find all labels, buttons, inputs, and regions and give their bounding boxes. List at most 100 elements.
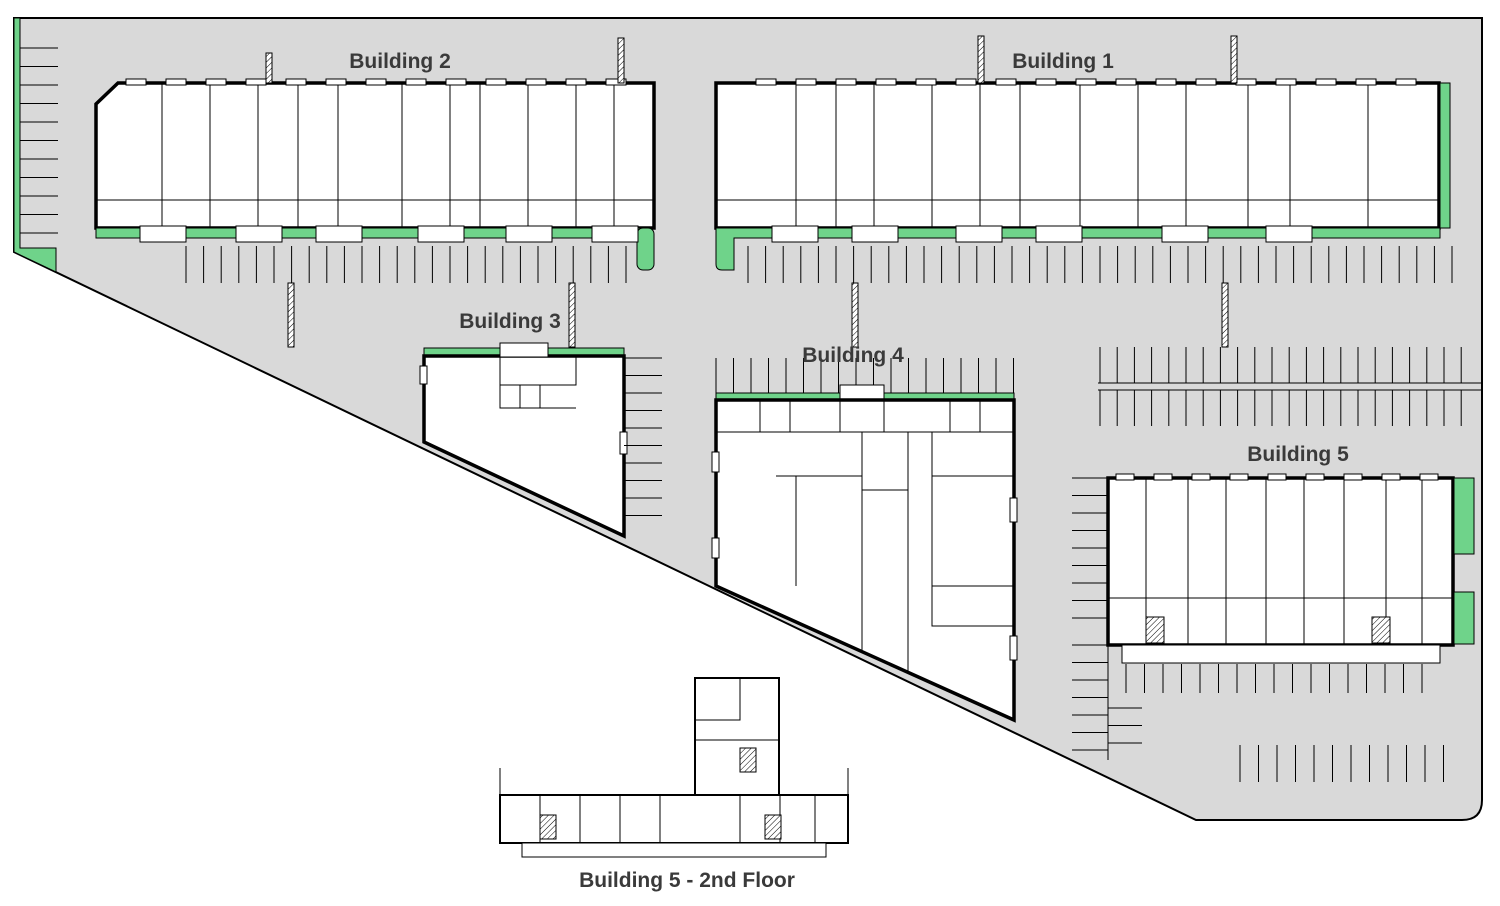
- building-1-walkway-north-2: [1230, 35, 1238, 84]
- window: [205, 78, 227, 86]
- entry-pad: [417, 225, 465, 243]
- walkway-3: [851, 282, 859, 348]
- building-1[interactable]: Building 1: [714, 35, 1451, 271]
- building-2-landscape-east: [636, 227, 655, 271]
- window: [285, 78, 307, 86]
- window: [1343, 473, 1363, 481]
- entry-pad: [1161, 225, 1209, 243]
- entry-pad: [315, 225, 363, 243]
- parking-stalls-row-east: [1098, 347, 1482, 426]
- walkway-4: [1221, 282, 1229, 348]
- building-3-label: Building 3: [459, 310, 561, 333]
- building-2-suite-walls: [96, 78, 654, 228]
- window: [485, 78, 507, 86]
- window: [1155, 78, 1177, 86]
- building-2-label: Building 2: [349, 50, 451, 73]
- building-5-suite-walls: [1108, 473, 1453, 645]
- building-5-2nd-floor[interactable]: Building 5 - 2nd Floor: [499, 677, 849, 892]
- window: [445, 78, 467, 86]
- window: [245, 78, 267, 86]
- building-2-outline: [94, 81, 656, 230]
- window: [605, 78, 627, 86]
- building-5-2nd-floor-canopy: [521, 842, 827, 858]
- building-4-window-4: [1009, 635, 1018, 661]
- window: [1035, 78, 1057, 86]
- window: [565, 78, 587, 86]
- window: [1315, 78, 1337, 86]
- building-1-entries: [771, 225, 1313, 243]
- window: [1355, 78, 1377, 86]
- window: [1381, 473, 1401, 481]
- window: [125, 78, 147, 86]
- building-2-walkway-north-2: [617, 37, 625, 84]
- building-4-window-3: [1009, 497, 1018, 523]
- building-4-outline: [714, 398, 1016, 723]
- window: [165, 78, 187, 86]
- building-4-window-1: [711, 451, 720, 473]
- window: [1419, 473, 1439, 481]
- window: [1267, 473, 1287, 481]
- entry-pad: [591, 225, 639, 243]
- entry-pad: [1265, 225, 1313, 243]
- building-1-suite-walls: [716, 78, 1439, 228]
- building-3-entry-pad: [499, 342, 549, 358]
- window: [525, 78, 547, 86]
- building-4-window-2: [711, 537, 720, 559]
- window: [875, 78, 897, 86]
- window: [755, 78, 777, 86]
- building-1-walkway-north-1: [977, 35, 985, 84]
- building-4[interactable]: Building 4: [711, 344, 1018, 723]
- window: [995, 78, 1017, 86]
- window: [1275, 78, 1297, 86]
- window: [325, 78, 347, 86]
- window: [405, 78, 427, 86]
- window: [1195, 78, 1217, 86]
- window: [1075, 78, 1097, 86]
- building-2-entries: [139, 225, 639, 243]
- building-5-stair-1: [1145, 616, 1165, 644]
- parking-stalls-row-north: [185, 246, 1453, 283]
- window: [915, 78, 937, 86]
- building-4-interior-walls: [716, 400, 1014, 674]
- building-3-window-1: [419, 365, 428, 385]
- building-3-outline: [422, 354, 626, 539]
- entry-pad: [851, 225, 899, 243]
- building-5-2nd-floor-stair-1: [539, 814, 557, 840]
- window: [835, 78, 857, 86]
- building-2[interactable]: Building 2: [94, 37, 656, 271]
- building-4-label: Building 4: [802, 344, 904, 367]
- entry-pad: [955, 225, 1003, 243]
- building-1-label: Building 1: [1012, 50, 1114, 73]
- building-5-parking-stalls: [1072, 477, 1444, 782]
- window: [1235, 78, 1257, 86]
- walkway-2: [568, 282, 576, 348]
- building-5-outline: [1106, 476, 1455, 647]
- building-5-2nd-floor-stair-2: [764, 814, 782, 840]
- building-1-outline: [714, 81, 1441, 230]
- building-5-canopy: [1121, 644, 1441, 664]
- building-5-2nd-floor-stair-3: [739, 747, 757, 773]
- building-5-2nd-floor-core: [694, 677, 780, 796]
- entry-pad: [505, 225, 553, 243]
- building-3-core-walls: [499, 356, 577, 409]
- building-3[interactable]: Building 3: [419, 310, 662, 539]
- window: [795, 78, 817, 86]
- landscape-strip-west: [13, 17, 57, 273]
- building-2-walkway-north-1: [265, 52, 273, 84]
- parking-stalls-west: [20, 47, 58, 234]
- window: [365, 78, 387, 86]
- window: [955, 78, 977, 86]
- building-3-window-2: [619, 431, 628, 455]
- building-5-2nd-floor-label: Building 5 - 2nd Floor: [579, 869, 795, 892]
- building-5[interactable]: Building 5: [1072, 443, 1475, 782]
- window: [1305, 473, 1325, 481]
- window: [1395, 78, 1417, 86]
- building-5-2nd-floor-wing: [499, 794, 849, 844]
- entry-pad: [1035, 225, 1083, 243]
- building-4-parking-stalls: [715, 358, 1014, 393]
- building-5-landscape-2: [1453, 591, 1475, 645]
- entry-pad: [771, 225, 819, 243]
- walkway-1: [287, 282, 295, 348]
- building-5-label: Building 5: [1247, 443, 1349, 466]
